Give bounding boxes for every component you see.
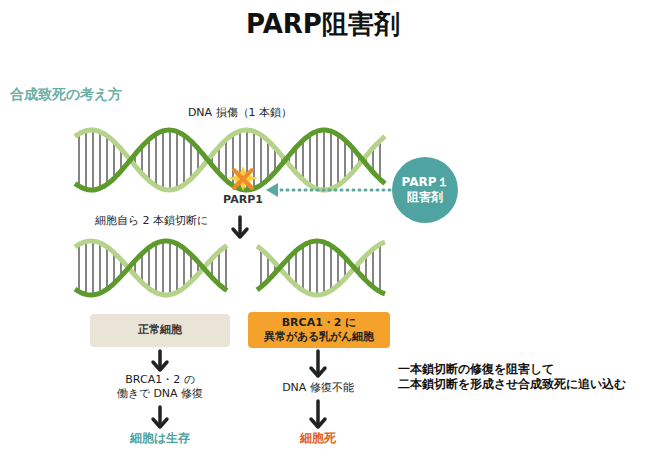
base-pair	[99, 243, 100, 293]
base-pair	[379, 244, 380, 291]
base-pair	[337, 135, 338, 186]
base-pair	[183, 135, 184, 184]
damage-label: DNA 損傷（1 本鎖）	[188, 106, 292, 120]
inhibit-arrowhead	[266, 183, 278, 197]
node-text: 正常細胞	[138, 323, 182, 337]
dna-strand	[75, 241, 227, 295]
cell-box: 正常細胞	[90, 314, 230, 347]
block-mark	[234, 170, 252, 188]
base-pair	[92, 241, 93, 295]
base-pair	[148, 139, 149, 180]
base-pair	[113, 142, 114, 179]
base-pair	[309, 135, 310, 186]
base-pair	[162, 241, 163, 295]
damage-burst	[228, 166, 258, 191]
base-pair	[302, 140, 303, 179]
base-pair	[323, 242, 324, 294]
result-label: 細胞死	[300, 431, 336, 446]
dna-strand	[75, 130, 385, 190]
base-pair	[344, 140, 345, 180]
base-pair	[190, 254, 191, 281]
base-pair	[106, 136, 107, 185]
inhibitor-circle: PARP１ 阻害剤	[392, 157, 458, 223]
dna-strand	[75, 130, 385, 190]
base-pair	[162, 131, 163, 189]
base-pair	[85, 242, 86, 295]
base-pair	[176, 244, 177, 292]
base-pair	[316, 131, 317, 189]
base-pair	[372, 249, 373, 287]
title: PARP阻害剤	[246, 8, 400, 41]
base-pair	[253, 131, 254, 188]
base-pair	[183, 248, 184, 287]
cell-box: BRCA1・2 に 異常がある乳がん細胞	[248, 312, 390, 348]
base-pair	[148, 248, 149, 289]
base-pair	[218, 252, 219, 285]
base-pair	[176, 132, 177, 189]
base-pair	[225, 140, 226, 180]
base-pair	[379, 141, 380, 180]
base-pair	[155, 134, 156, 186]
base-pair	[309, 242, 310, 294]
base-pair	[323, 130, 324, 190]
base-pair	[92, 130, 93, 190]
node-text: PARP１ 阻害剤	[401, 175, 448, 205]
base-pair	[99, 132, 100, 189]
base-pair	[78, 244, 79, 291]
result-label: 細胞は生存	[130, 431, 190, 446]
base-pair	[316, 241, 317, 295]
base-pair	[141, 254, 142, 283]
inhibit-arrow	[272, 189, 390, 192]
base-pair	[78, 134, 79, 186]
base-pair	[85, 131, 86, 189]
step-label: 細胞自ら 2 本鎖切断に	[95, 214, 208, 228]
base-pair	[260, 135, 261, 185]
base-pair	[330, 131, 331, 189]
base-pair	[302, 245, 303, 290]
base-pair	[295, 251, 296, 285]
base-pair	[169, 241, 170, 294]
subtitle: 合成致死の考え方	[10, 86, 122, 104]
base-pair	[155, 243, 156, 292]
base-pair	[113, 253, 114, 284]
protein-label: PARP1	[223, 193, 263, 207]
base-pair	[190, 141, 191, 179]
dna-strand	[75, 241, 227, 295]
outcome-step: BRCA1・2 の 働きで DNA 修復	[117, 373, 203, 401]
node-text: BRCA1・2 に 異常がある乳がん細胞	[264, 316, 374, 344]
base-pair	[106, 247, 107, 289]
base-pair	[267, 141, 268, 180]
outcome-step: DNA 修復不能	[282, 381, 354, 395]
base-pair	[337, 251, 338, 285]
base-pair	[260, 249, 261, 287]
base-pair	[330, 246, 331, 291]
base-pair	[225, 246, 226, 290]
dna-strand	[257, 241, 385, 294]
note: 一本鎖切断の修復を阻害して 二本鎖切断を形成させ合成致死に追い込む	[398, 362, 626, 392]
base-pair	[169, 130, 170, 190]
